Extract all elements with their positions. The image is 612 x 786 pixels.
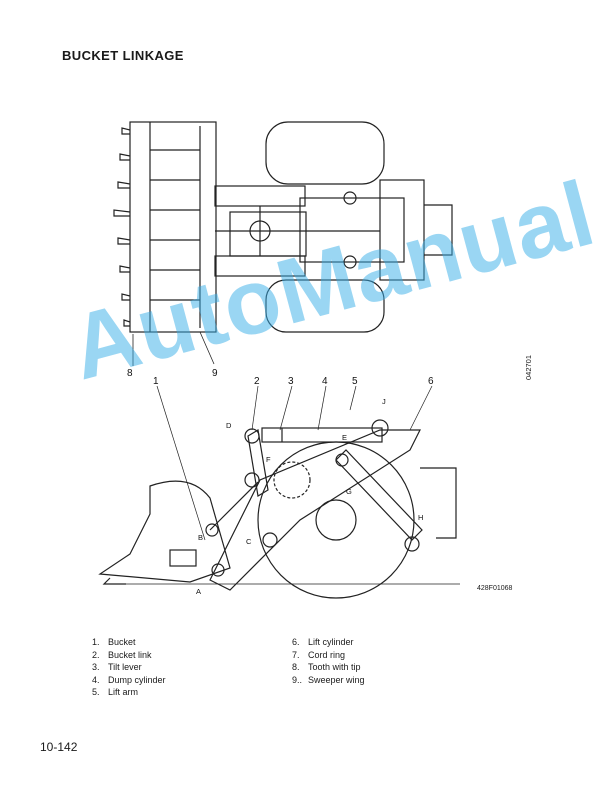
point-label-j: J [382,397,386,406]
legend-item: 2.Bucket link [92,649,152,660]
callout-9: 9 [212,368,218,379]
point-label-h: H [418,513,423,522]
callout-8: 8 [127,368,133,379]
bucket-teeth [113,127,131,327]
legend-item: 8.Tooth with tip [292,662,361,672]
figure-code: 428F01068 [477,585,513,592]
point-label-a: A [196,587,201,596]
point-label-d: D [226,421,232,430]
figure-code-vertical: 042701 [524,354,533,380]
callout-3: 3 [288,376,294,387]
page-number: 10-142 [40,740,78,754]
legend-left: 1.Bucket 2.Bucket link 3.Tilt lever 4.Du… [92,636,166,699]
callout-1: 1 [153,376,159,387]
point-label-c: C [246,537,252,546]
legend-item: 9..Sweeper wing [292,674,365,685]
callout-6: 6 [428,376,434,387]
callout-5: 5 [352,376,358,387]
legend-item: 4.Dump cylinder [92,674,166,685]
bucket-linkage-diagram: 8 9 1 2 3 4 5 6 A B C D E F G H J [98,121,460,599]
callout-2: 2 [254,376,260,387]
page-title: BUCKET LINKAGE [62,48,184,63]
point-label-f: F [266,455,271,464]
legend-item: 7.Cord ring [292,649,346,660]
point-label-g: G [346,487,352,496]
legend-item: 3.Tilt lever [92,662,142,672]
legend-right: 6.Lift cylinder 7.Cord ring 8.Tooth with… [292,636,365,686]
point-label-b: B [198,533,203,542]
legend-item: 1.Bucket [92,637,136,647]
point-label-e: E [342,433,347,442]
legend-item: 5.Lift arm [92,687,139,697]
legend-item: 6.Lift cylinder [292,637,354,647]
callout-4: 4 [322,376,328,387]
